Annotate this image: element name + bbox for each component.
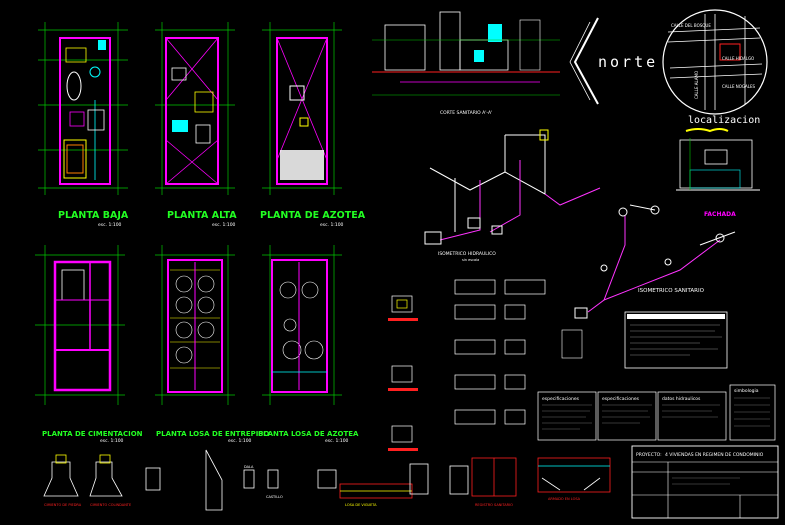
legend-box	[561, 329, 583, 359]
planta-cimentacion-drawing	[35, 245, 125, 405]
spec-panel-3-title: datos hidraulicos	[662, 396, 701, 402]
planta-azotea-label: PLANTA DE AZOTEA	[260, 210, 366, 221]
street-2: CALLE HIDALGO	[722, 56, 754, 61]
structural-details	[391, 279, 546, 443]
street-3: CALLE ALAMO	[694, 71, 699, 99]
title-block-project-label: PROYECTO:	[636, 452, 662, 458]
losa-entrepiso-scale: esc. 1:100	[228, 438, 252, 444]
north-label: norte	[598, 53, 658, 71]
isometrico-hidraulico-drawing	[424, 129, 601, 245]
facade-label: FACHADA	[704, 211, 736, 218]
corte-sanitario-label: CORTE SANITARIO A'-A'	[440, 110, 492, 116]
detail-dala: DALA	[244, 465, 254, 469]
isometrico-sanitario-label: ISOMETRICO SANITARIO	[638, 288, 705, 294]
isometrico-hidraulico-scale: sin escala	[462, 258, 479, 262]
bottom-details	[43, 449, 611, 511]
planta-azotea-drawing	[262, 22, 342, 195]
planta-baja-drawing	[38, 22, 128, 195]
planta-baja-scale: esc. 1:100	[98, 222, 122, 228]
losa-entrepiso-label: PLANTA LOSA DE ENTREPISO	[156, 430, 269, 438]
street-4: CALLE NOGALES	[722, 84, 756, 89]
spec-panel-1-title: especificaciones	[542, 396, 580, 402]
detail-losa: LOSA DE VIGUETA	[345, 503, 377, 507]
planta-azotea-scale: esc. 1:100	[320, 222, 344, 228]
planta-losa-entrepiso-drawing	[155, 245, 235, 405]
location-map	[662, 9, 768, 115]
planta-losa-azotea-drawing	[262, 245, 342, 405]
street-1: CALLE DEL BOSQUE	[671, 23, 711, 28]
north-arrow-icon	[569, 17, 599, 105]
title-block-project-title: 4 VIVIENDAS EN REGIMEN DE CONDOMINIO	[665, 452, 764, 458]
detail-registro: REGISTRO SANITARIO	[475, 503, 513, 507]
losa-azotea-label: PLANTA LOSA DE AZOTEA	[258, 430, 359, 438]
location-underline	[685, 128, 729, 133]
title-block	[631, 445, 779, 519]
detail-callouts	[388, 318, 418, 451]
planta-alta-label: PLANTA ALTA	[167, 210, 237, 221]
planta-alta-scale: esc. 1:100	[212, 222, 236, 228]
cimentacion-label: PLANTA DE CIMENTACION	[42, 430, 143, 438]
planta-alta-drawing	[155, 22, 235, 195]
isometrico-hidraulico-label: ISOMETRICO HIDRAULICO	[438, 251, 496, 257]
spec-panel-4-title: simbologia	[734, 388, 759, 394]
isometrico-sanitario-drawing	[574, 204, 736, 319]
cimentacion-scale: esc. 1:100	[100, 438, 124, 444]
spec-panel-2-title: especificaciones	[602, 396, 640, 402]
spec-panels	[537, 384, 776, 441]
corte-sanitario-drawing	[372, 11, 560, 96]
detail-castillo: CASTILLO	[266, 495, 283, 499]
planta-baja-label: PLANTA BAJA	[58, 210, 129, 221]
location-title: localizacion	[688, 115, 760, 126]
detail-cimiento-2: CIMIENTO COLINDANTE	[90, 503, 131, 507]
detail-armado: ARMADO EN LOSA	[548, 497, 581, 501]
detail-cimiento-1: CIMIENTO DE PIEDRA	[44, 503, 82, 507]
notes-panel	[624, 311, 728, 369]
losa-azotea-scale: esc. 1:100	[325, 438, 349, 444]
facade-drawing	[676, 138, 760, 191]
